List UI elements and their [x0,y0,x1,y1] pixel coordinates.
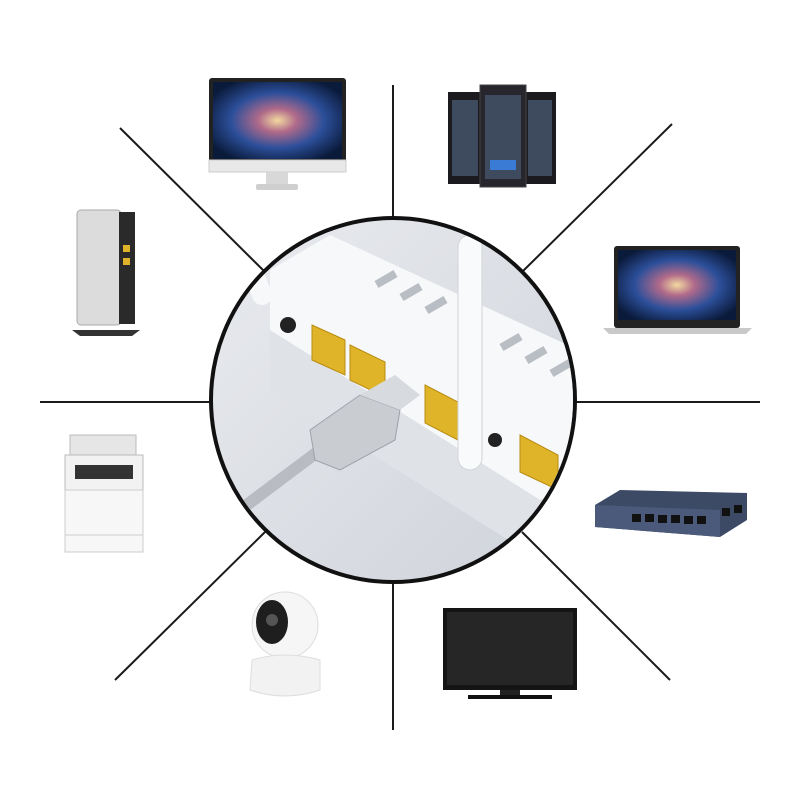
network-switch-icon [595,490,747,537]
router-with-ethernet-cable-icon [209,216,577,584]
printer-icon [64,434,144,553]
laptop-icon [603,246,752,334]
connector-line [119,127,266,273]
desktop-monitor-icon [208,78,347,190]
connector-lines [40,85,760,730]
security-camera-icon [249,591,321,697]
modem-icon [72,209,140,336]
connector-line [114,531,266,681]
server-rack-icon [448,84,556,188]
connector-line [521,531,671,681]
television-icon [443,608,577,699]
connector-line [521,123,673,273]
